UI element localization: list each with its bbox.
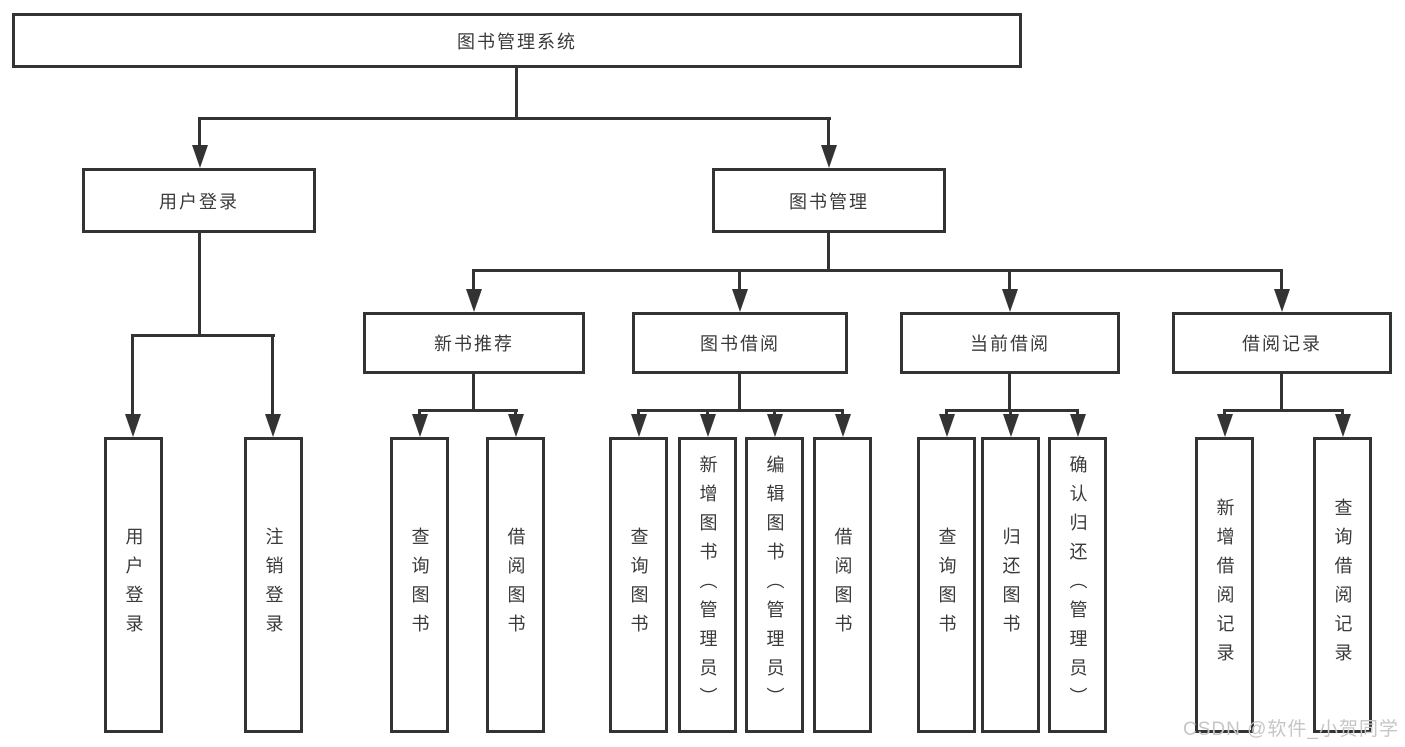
leaf-user-login-label: 用户登录 — [123, 527, 144, 643]
leaf-query-books-recommend-label: 查询图书 — [409, 527, 430, 643]
leaf-query-books-borrow-label: 查询图书 — [628, 527, 649, 643]
leaf-borrow-books-recommend: 借阅图书 — [486, 437, 545, 733]
leaf-query-books-current-label: 查询图书 — [936, 527, 957, 643]
leaf-edit-book-admin-label: 编辑图书（管理员） — [764, 454, 785, 716]
arrow-down-icon — [198, 117, 201, 145]
leaf-edit-book-admin: 编辑图书（管理员） — [745, 437, 804, 733]
arrow-down-icon — [945, 409, 948, 414]
arrow-down-icon — [271, 334, 274, 414]
leaf-add-book-admin: 新增图书（管理员） — [678, 437, 737, 733]
connector-line — [515, 68, 518, 119]
node-root-label: 图书管理系统 — [457, 31, 577, 52]
connector-line — [1223, 409, 1344, 412]
connector-line — [131, 334, 275, 337]
node-user-login: 用户登录 — [82, 168, 316, 233]
leaf-add-borrow-record-label: 新增借阅记录 — [1214, 498, 1235, 672]
connector-line — [472, 269, 1283, 272]
arrow-down-icon — [131, 334, 134, 414]
arrow-down-icon — [514, 409, 517, 414]
node-book-borrow-label: 图书借阅 — [700, 334, 780, 354]
leaf-query-borrow-record-label: 查询借阅记录 — [1332, 498, 1353, 672]
node-borrow-records-label: 借阅记录 — [1242, 334, 1322, 354]
leaf-confirm-return-admin-label: 确认归还（管理员） — [1067, 454, 1088, 716]
connector-line — [198, 233, 201, 337]
connector-line — [827, 233, 830, 272]
leaf-return-book: 归还图书 — [981, 437, 1040, 733]
node-new-book-recommend: 新书推荐 — [363, 312, 585, 374]
arrow-down-icon — [1223, 409, 1226, 414]
node-book-borrow: 图书借阅 — [632, 312, 848, 374]
arrow-down-icon — [841, 409, 844, 414]
leaf-query-books-current: 查询图书 — [917, 437, 976, 733]
node-new-book-recommend-label: 新书推荐 — [434, 334, 514, 354]
arrow-down-icon — [1341, 409, 1344, 414]
connector-line — [472, 374, 475, 412]
node-user-login-label: 用户登录 — [159, 191, 239, 212]
leaf-confirm-return-admin: 确认归还（管理员） — [1048, 437, 1107, 733]
connector-line — [945, 409, 1079, 412]
node-borrow-records: 借阅记录 — [1172, 312, 1392, 374]
arrow-down-icon — [738, 269, 741, 289]
csdn-watermark: CSDN @软件_小贺同学 — [1183, 719, 1399, 740]
leaf-query-books-recommend: 查询图书 — [390, 437, 449, 733]
leaf-logout-label: 注销登录 — [263, 527, 284, 643]
connector-line — [418, 409, 518, 412]
arrow-down-icon — [773, 409, 776, 414]
connector-line — [1008, 374, 1011, 412]
leaf-query-books-borrow: 查询图书 — [609, 437, 668, 733]
connector-line — [198, 117, 831, 120]
arrow-down-icon — [1008, 269, 1011, 289]
leaf-logout: 注销登录 — [244, 437, 303, 733]
node-current-borrow: 当前借阅 — [900, 312, 1120, 374]
connector-line — [738, 374, 741, 412]
leaf-borrow-books-recommend-label: 借阅图书 — [505, 527, 526, 643]
arrow-down-icon — [706, 409, 709, 414]
leaf-user-login: 用户登录 — [104, 437, 163, 733]
leaf-query-borrow-record: 查询借阅记录 — [1313, 437, 1372, 733]
arrow-down-icon — [418, 409, 421, 414]
node-book-management: 图书管理 — [712, 168, 946, 233]
leaf-add-borrow-record: 新增借阅记录 — [1195, 437, 1254, 733]
connector-line — [1280, 374, 1283, 412]
leaf-borrow-books-borrow-label: 借阅图书 — [832, 527, 853, 643]
node-book-management-label: 图书管理 — [789, 191, 869, 212]
leaf-add-book-admin-label: 新增图书（管理员） — [697, 454, 718, 716]
arrow-down-icon — [472, 269, 475, 289]
node-current-borrow-label: 当前借阅 — [970, 334, 1050, 354]
arrow-down-icon — [1009, 409, 1012, 414]
arrow-down-icon — [1280, 269, 1283, 289]
leaf-borrow-books-borrow: 借阅图书 — [813, 437, 872, 733]
leaf-return-book-label: 归还图书 — [1000, 527, 1021, 643]
connector-line — [637, 409, 844, 412]
arrow-down-icon — [637, 409, 640, 414]
arrow-down-icon — [1076, 409, 1079, 414]
arrow-down-icon — [827, 117, 830, 145]
node-root: 图书管理系统 — [12, 13, 1022, 68]
